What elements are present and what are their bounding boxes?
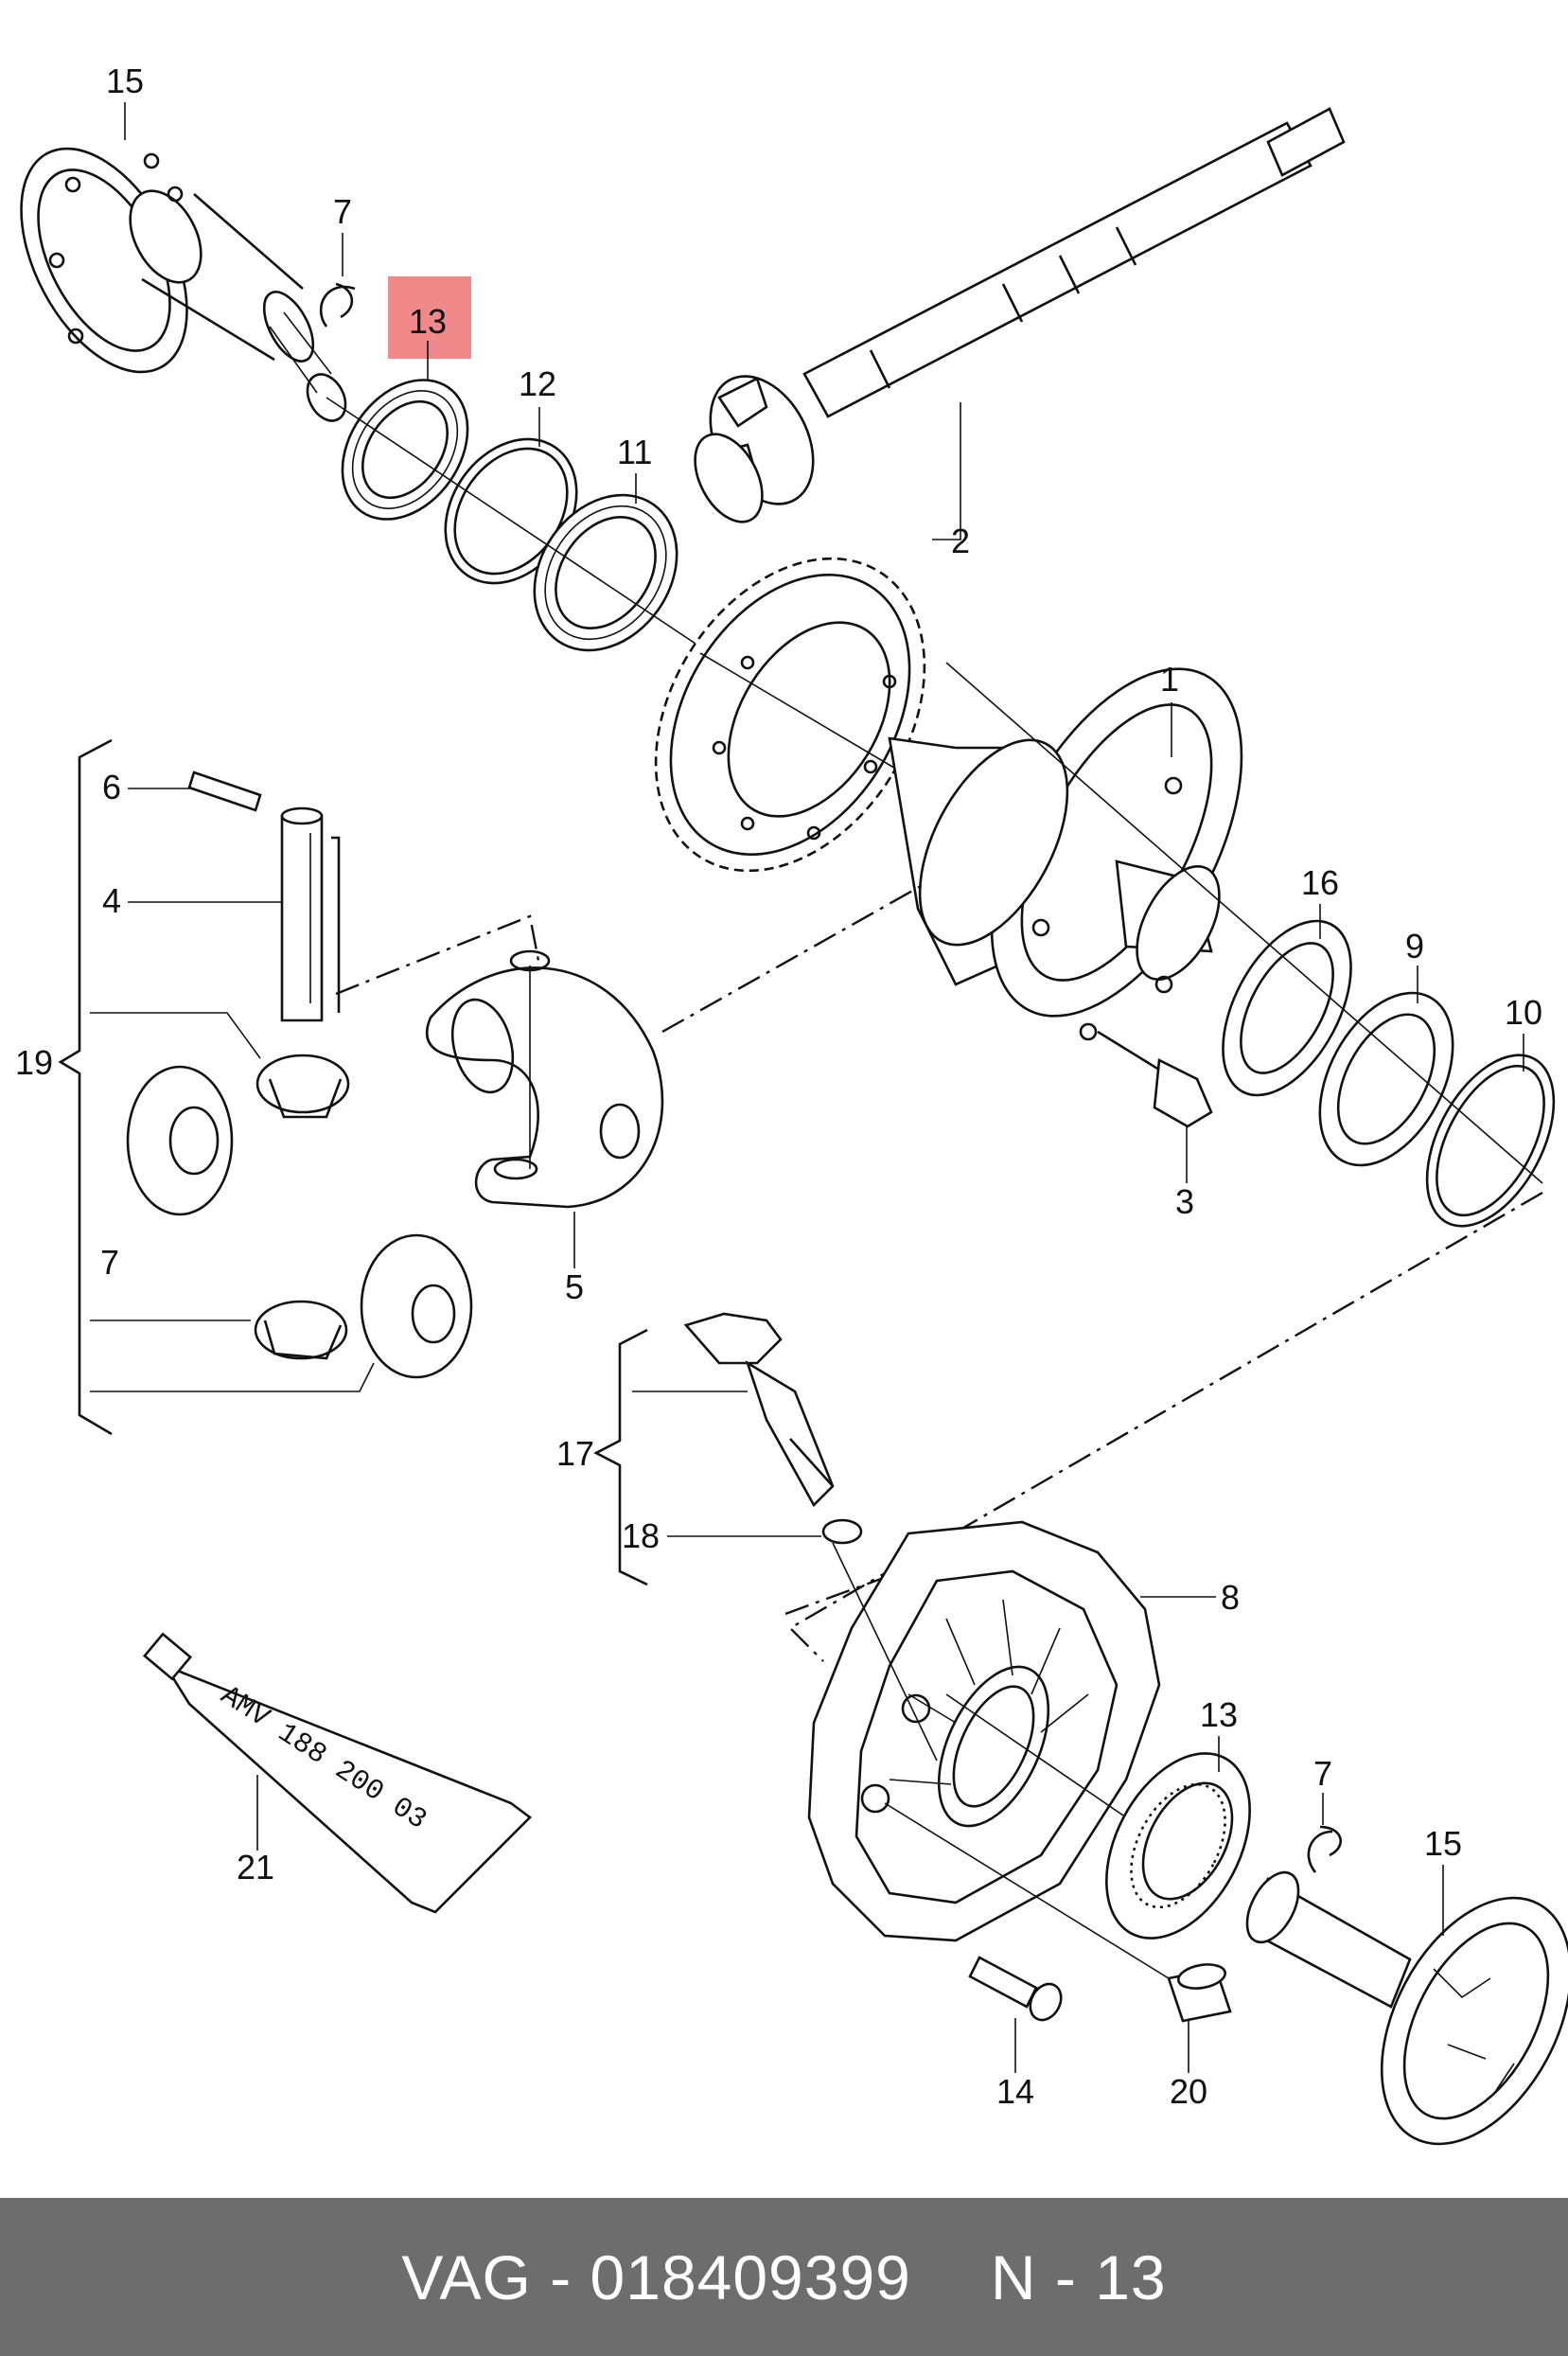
callout-7-top: 7	[333, 192, 352, 231]
callout-2: 2	[951, 522, 970, 560]
callout-19: 19	[15, 1043, 53, 1082]
callout-3: 3	[1175, 1182, 1194, 1221]
part-bolt-3	[1097, 1030, 1213, 1128]
part-diff-cage	[425, 949, 664, 1209]
callout-20: 20	[1170, 2072, 1207, 2111]
callout-4: 4	[102, 881, 121, 920]
part-planet-gear-top	[255, 1054, 350, 1119]
callout-16: 16	[1301, 863, 1339, 902]
part-pinion-shaft	[694, 107, 1346, 523]
callout-18: 18	[622, 1516, 660, 1555]
callout-7-left: 7	[100, 1243, 119, 1282]
footer-brand: VAG	[401, 2241, 532, 2312]
part-side-gear-left	[126, 1065, 234, 1216]
part-bearing-16	[1222, 919, 1352, 1097]
part-shaft-4	[280, 806, 324, 1022]
callout-15-bottom: 15	[1424, 1824, 1462, 1863]
part-flange-shaft-top	[20, 147, 347, 422]
part-bearing-11	[533, 493, 678, 652]
part-differential-housing	[888, 667, 1243, 1041]
footer-part-number: 018409399	[590, 2241, 911, 2312]
part-seal-9	[1318, 991, 1454, 1167]
callout-5: 5	[565, 1267, 584, 1306]
footer-separator: -	[550, 2241, 573, 2312]
callout-13-top: 13	[409, 302, 447, 341]
callout-9: 9	[1405, 927, 1424, 965]
part-circlip-bottom	[1307, 1825, 1342, 1873]
part-plug-20	[1167, 1963, 1232, 2023]
callout-6: 6	[102, 768, 121, 806]
highlight-box	[388, 276, 471, 359]
callout-12: 12	[519, 364, 556, 403]
part-flange-shaft-bottom	[1245, 1870, 1568, 2146]
bracket-17	[593, 1328, 648, 1586]
footer-bar: VAG - 018409399 N - 13	[0, 2198, 1568, 2356]
part-circlip-top	[319, 282, 356, 328]
part-seal-bottom	[1105, 1752, 1251, 1940]
callout-13-bottom: 13	[1200, 1695, 1238, 1734]
part-oring-18	[821, 1518, 863, 1545]
part-planet-gear-bottom	[254, 1300, 348, 1360]
callout-17: 17	[556, 1434, 594, 1473]
part-shim-10	[1425, 1054, 1556, 1228]
part-bolt-14	[968, 1956, 1063, 2022]
exploded-parts-diagram: 15 7 13 12 11 2	[15, 62, 1568, 2146]
callout-7-bottom: 7	[1313, 1754, 1332, 1793]
callout-1: 1	[1160, 660, 1179, 699]
callout-8: 8	[1221, 1578, 1240, 1617]
callout-21: 21	[237, 1848, 274, 1887]
callout-11: 11	[617, 433, 652, 471]
footer-position: N - 13	[990, 2241, 1167, 2312]
part-ring-gear	[654, 557, 926, 873]
part-speed-sensor	[683, 1312, 835, 1508]
part-housing-cover	[807, 1520, 1161, 1942]
part-pin-6	[187, 771, 262, 812]
callout-10: 10	[1505, 993, 1542, 1032]
callout-15-top: 15	[106, 62, 144, 100]
callout-14: 14	[996, 2072, 1034, 2111]
bracket-19	[58, 738, 113, 1436]
part-side-gear-right	[360, 1233, 473, 1379]
part-sealant-tube: AMV 188 200 03	[142, 1632, 532, 1914]
